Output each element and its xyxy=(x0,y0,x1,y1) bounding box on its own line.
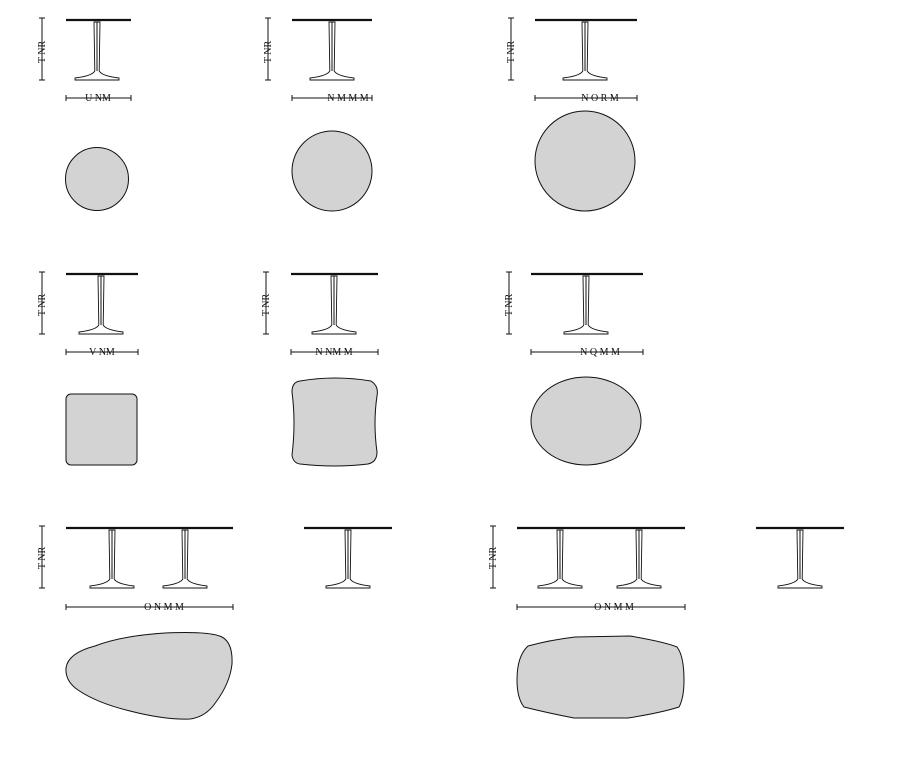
table-elevation-organic-asymmetric xyxy=(39,525,234,610)
table-end-view xyxy=(756,526,844,589)
table-top-organic-barrel xyxy=(516,635,685,719)
height-label: T NR xyxy=(488,547,499,570)
table-elevation-round-medium xyxy=(265,17,373,101)
table-top-square xyxy=(65,393,138,466)
table-elevation-organic-barrel xyxy=(490,525,686,610)
table-end-view xyxy=(304,526,392,589)
width-label: N O R M xyxy=(581,93,619,104)
height-label: T NR xyxy=(504,294,515,317)
table-elevation-square xyxy=(39,271,139,355)
height-label: T NR xyxy=(506,41,517,64)
width-label: V NM xyxy=(89,347,115,358)
width-label: N Q M M xyxy=(580,347,620,358)
width-label: O N M M xyxy=(144,602,184,613)
table-top-round-small xyxy=(65,147,129,211)
width-label: O N M M xyxy=(594,602,634,613)
table-top-round-medium xyxy=(291,130,373,212)
width-label: U NM xyxy=(85,93,111,104)
table-top-organic-asymmetric xyxy=(65,632,233,720)
table-top-oval xyxy=(530,376,642,466)
table-top-round-large xyxy=(534,110,636,212)
table-elevation-soft-square xyxy=(263,271,379,355)
height-label: T NR xyxy=(263,41,274,64)
height-label: T NR xyxy=(37,294,48,317)
height-label: T NR xyxy=(261,294,272,317)
width-label: N M M M xyxy=(327,93,369,104)
table-elevation-round-large xyxy=(508,17,638,101)
table-top-soft-square xyxy=(291,377,378,467)
height-label: T NR xyxy=(37,41,48,64)
height-label: T NR xyxy=(37,547,48,570)
table-elevation-round-small xyxy=(39,17,132,101)
table-elevation-oval xyxy=(506,271,644,355)
width-label: N NM M xyxy=(315,347,352,358)
